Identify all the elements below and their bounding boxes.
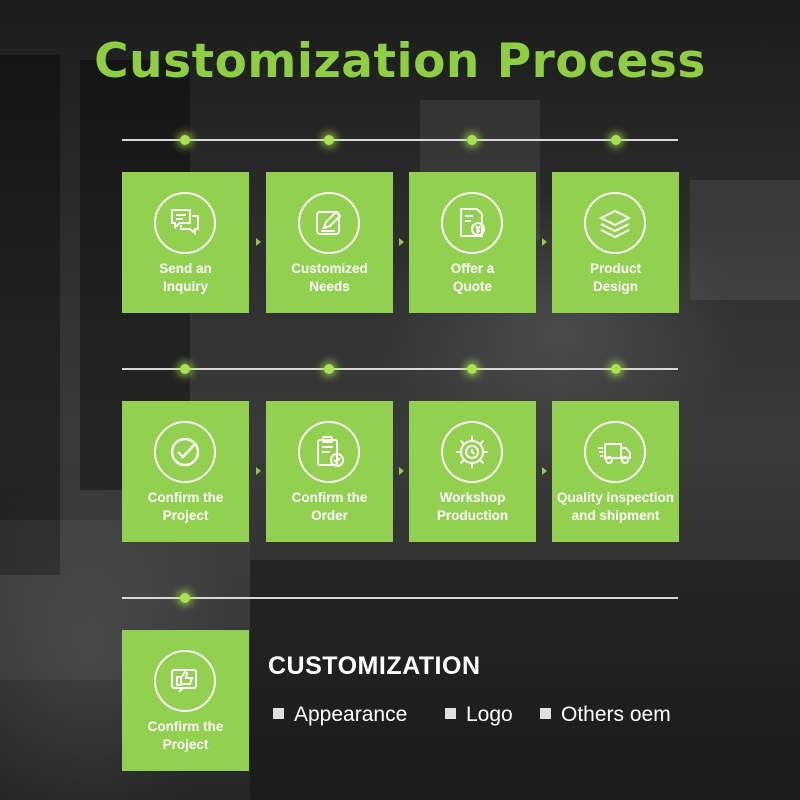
edit-pen-icon [298,192,360,254]
page-title: Customization Process [94,34,706,89]
option-label: Appearance [294,703,408,726]
step-label: Confirm the [291,490,368,505]
timeline-dot [611,135,621,145]
step-label: Inquiry [162,279,208,294]
timeline-dot [324,364,334,374]
timeline-line-row2 [122,368,678,370]
option-label: Others oem [561,703,671,726]
check-circle-icon [154,421,216,483]
timeline-dot [180,364,190,374]
step-arrow [256,467,261,475]
bullet-square-icon [540,708,551,719]
step-arrow [256,238,261,246]
timeline-dot [180,135,190,145]
step-label: Confirm the [147,719,224,734]
customization-option: Logo [445,703,513,727]
step-label: Customized [291,261,368,276]
timeline-dot [180,593,190,603]
delivery-truck-icon [584,421,646,483]
step-label: Product [589,261,641,276]
layers-icon [584,192,646,254]
step-label: and shipment [571,508,660,523]
timeline-line-row3 [122,597,678,599]
gear-icon [441,421,503,483]
step-card-quality-shipment: Quality inspection and shipment [552,401,679,542]
step-arrow [399,238,404,246]
step-label: Quote [453,279,492,294]
timeline-dot [467,135,477,145]
timeline-dot [611,364,621,374]
option-label: Logo [466,703,513,726]
bullet-square-icon [445,708,456,719]
customization-option: Appearance [273,703,407,727]
step-label: Project [162,508,209,523]
customization-heading: CUSTOMIZATION [268,652,481,680]
step-label: Project [162,737,209,752]
step-label: Design [592,279,638,294]
step-arrow [399,467,404,475]
step-label: Production [436,508,509,523]
step-label: Offer a [450,261,495,276]
timeline-dot [467,364,477,374]
step-card-offer-quote: Offer a Quote [409,172,536,313]
step-label: Confirm the [147,490,224,505]
step-label: Order [311,508,348,523]
timeline-dot [324,135,334,145]
chat-bubbles-icon [154,192,216,254]
step-label: Workshop [439,490,506,505]
step-card-send-inquiry: Send an Inquiry [122,172,249,313]
step-label: Quality inspection [556,490,675,505]
step-label: Send an [159,261,212,276]
step-arrow [542,467,547,475]
customization-option: Others oem [540,703,671,727]
step-arrow [542,238,547,246]
step-label: Needs [309,279,350,294]
clipboard-check-icon [298,421,360,483]
quote-document-icon [441,192,503,254]
thumbs-up-icon [154,650,216,712]
timeline-line-row1 [122,139,678,141]
bullet-square-icon [273,708,284,719]
